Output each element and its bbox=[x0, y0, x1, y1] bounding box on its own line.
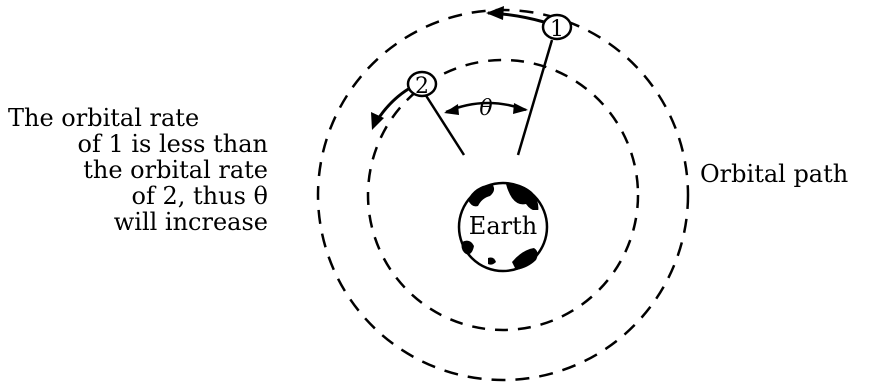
angle-label: θ bbox=[479, 96, 492, 121]
orbital-path-label: Orbital path bbox=[700, 161, 848, 187]
earth-label: Earth bbox=[469, 212, 537, 240]
caption-line: The orbital rate bbox=[8, 105, 268, 131]
radius-line-1 bbox=[518, 40, 552, 155]
angle-arrowhead-left bbox=[444, 104, 459, 115]
caption-line: will increase bbox=[8, 209, 268, 235]
caption-line: of 1 is less than bbox=[8, 131, 268, 157]
satellite-2-label: 2 bbox=[415, 74, 429, 99]
caption-line: of 2, thus θ bbox=[8, 183, 268, 209]
caption-line: the orbital rate bbox=[8, 157, 268, 183]
angle-arrowhead-right bbox=[513, 103, 528, 114]
explanation-caption: The orbital rate of 1 is less than the o… bbox=[8, 105, 268, 235]
satellite-1-arrowhead bbox=[486, 6, 504, 20]
radius-line-2 bbox=[425, 94, 464, 155]
satellite-1-label: 1 bbox=[550, 17, 564, 42]
